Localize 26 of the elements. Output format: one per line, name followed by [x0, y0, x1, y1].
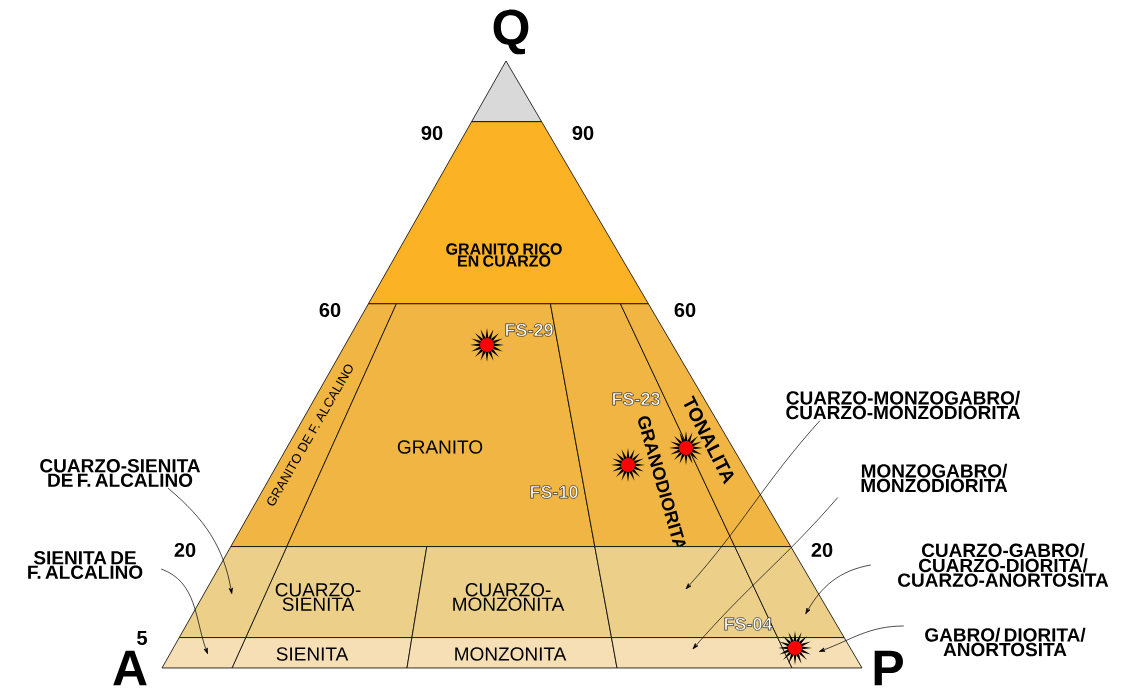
- vertex-letter: Q: [493, 9, 529, 55]
- vertex-letter: A: [113, 650, 147, 686]
- leader-arrow: [818, 625, 905, 652]
- leader-arrow: [685, 420, 821, 590]
- axis-value: 90: [572, 125, 594, 141]
- field: CUARZO-MONZONITA: [411, 546, 612, 638]
- rock-name: MONZOGABRO/ MONZODIORITA: [861, 463, 1008, 493]
- axis-value: 5: [137, 631, 147, 645]
- field: [161, 637, 247, 669]
- leader-arrow: [160, 568, 208, 655]
- field: CUARZO-SIENITA: [245, 546, 428, 638]
- axis-value: 60: [674, 302, 696, 318]
- rock-name: CUARZO-GABRO/ CUARZO-DIORITA/ CUARZO-ANORTOSITA: [898, 543, 1109, 587]
- leader-arrow: [167, 487, 233, 594]
- axis-value: 60: [319, 302, 341, 318]
- leader-arrow: [805, 564, 872, 615]
- vertex-letter: P: [874, 650, 903, 686]
- field: [594, 546, 779, 638]
- axis-value: 90: [421, 125, 443, 141]
- rock-name: GABRO/ DIORITA/ ANORTOSITA: [925, 627, 1086, 657]
- leader-arrow: [692, 497, 839, 650]
- field: MONZONITA: [406, 637, 618, 669]
- axis-value: 20: [174, 542, 196, 558]
- axis-value: 20: [811, 542, 833, 558]
- rock-name: CUARZO-SIENITA DE F. ALCALINO: [40, 459, 201, 487]
- rock-name: SIENITA DE F. ALCALINO: [28, 551, 143, 579]
